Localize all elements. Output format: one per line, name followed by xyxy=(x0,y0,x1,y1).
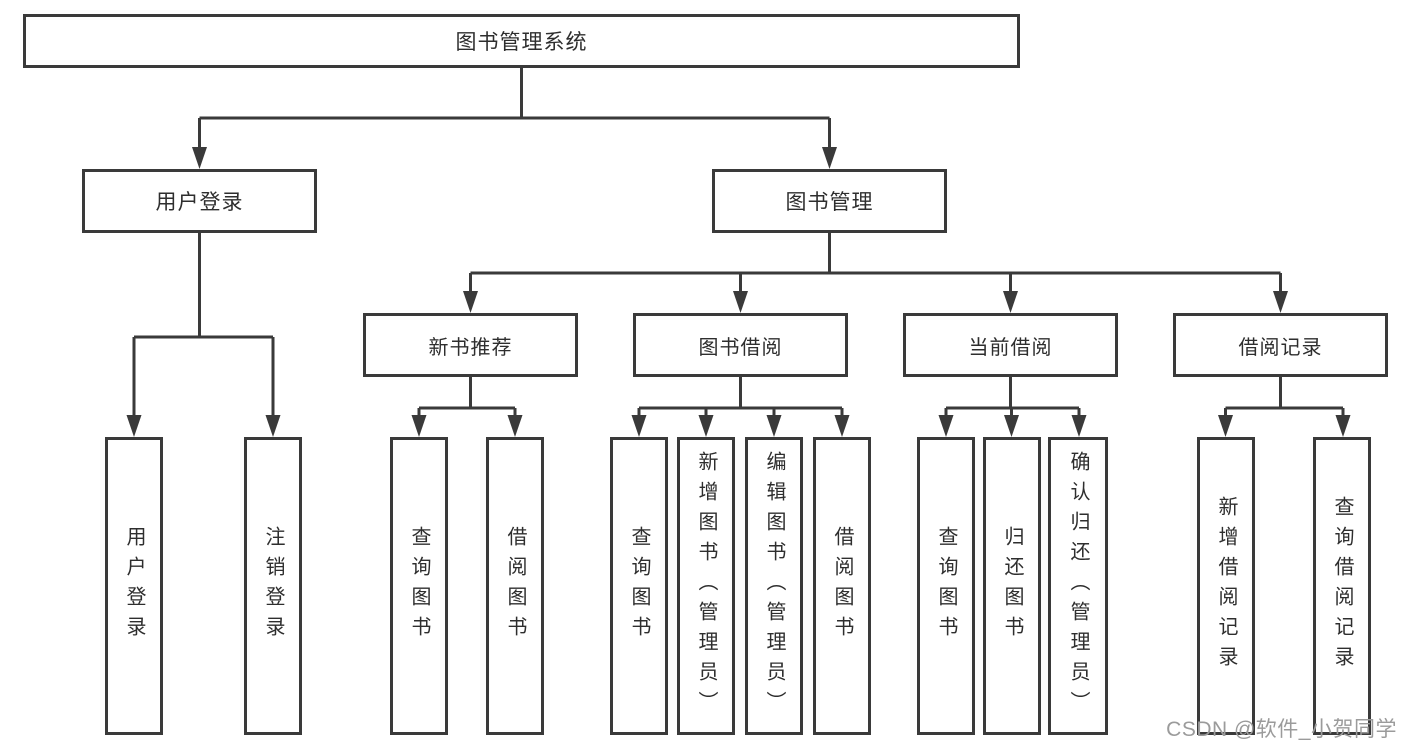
leaf-edit-books-admin: 编辑图书（管理员） xyxy=(745,437,803,735)
leaf-edit-books-admin-label: 编辑图书（管理员） xyxy=(763,451,785,721)
leaf-query-books-recommend: 查询图书 xyxy=(390,437,448,735)
leaf-return-books-label: 归还图书 xyxy=(1001,526,1023,646)
leaf-query-books-current: 查询图书 xyxy=(917,437,975,735)
leaf-user-login-label: 用户登录 xyxy=(123,526,145,646)
node-root-label: 图书管理系统 xyxy=(455,31,588,54)
leaf-borrow-books: 借阅图书 xyxy=(813,437,871,735)
node-book-management: 图书管理 xyxy=(712,169,947,233)
node-current-borrowing-label: 当前借阅 xyxy=(968,336,1053,359)
leaf-confirm-return-admin-label: 确认归还（管理员） xyxy=(1067,451,1089,721)
node-book-borrowing-label: 图书借阅 xyxy=(698,336,783,359)
node-user-login: 用户登录 xyxy=(82,169,317,233)
node-new-book-recommendation: 新书推荐 xyxy=(363,313,578,377)
leaf-borrow-books-recommend: 借阅图书 xyxy=(486,437,544,735)
watermark: CSDN @软件_小贺同学 xyxy=(1166,718,1397,741)
leaf-add-borrow-record-label: 新增借阅记录 xyxy=(1215,496,1237,676)
node-root: 图书管理系统 xyxy=(23,14,1020,68)
leaf-query-books-current-label: 查询图书 xyxy=(935,526,957,646)
leaf-return-books: 归还图书 xyxy=(983,437,1041,735)
arrowheads xyxy=(126,147,1351,437)
node-new-book-recommendation-label: 新书推荐 xyxy=(428,336,513,359)
leaf-confirm-return-admin: 确认归还（管理员） xyxy=(1048,437,1108,735)
leaf-user-login: 用户登录 xyxy=(105,437,163,735)
leaf-logout: 注销登录 xyxy=(244,437,302,735)
leaf-borrow-books-label: 借阅图书 xyxy=(831,526,853,646)
node-book-borrowing: 图书借阅 xyxy=(633,313,848,377)
leaf-add-borrow-record: 新增借阅记录 xyxy=(1197,437,1255,735)
node-book-management-label: 图书管理 xyxy=(785,191,874,214)
leaf-borrow-books-recommend-label: 借阅图书 xyxy=(504,526,526,646)
leaf-add-books-admin: 新增图书（管理员） xyxy=(677,437,735,735)
tree-edges xyxy=(132,68,1345,418)
node-current-borrowing: 当前借阅 xyxy=(903,313,1118,377)
leaf-query-books-borrowing: 查询图书 xyxy=(610,437,668,735)
leaf-query-books-recommend-label: 查询图书 xyxy=(408,526,430,646)
node-user-login-label: 用户登录 xyxy=(155,191,244,214)
node-borrowing-records-label: 借阅记录 xyxy=(1238,336,1323,359)
node-borrowing-records: 借阅记录 xyxy=(1173,313,1388,377)
leaf-query-borrow-record: 查询借阅记录 xyxy=(1313,437,1371,735)
leaf-logout-label: 注销登录 xyxy=(262,526,284,646)
leaf-add-books-admin-label: 新增图书（管理员） xyxy=(695,451,717,721)
leaf-query-books-borrowing-label: 查询图书 xyxy=(628,526,650,646)
leaf-query-borrow-record-label: 查询借阅记录 xyxy=(1331,496,1353,676)
